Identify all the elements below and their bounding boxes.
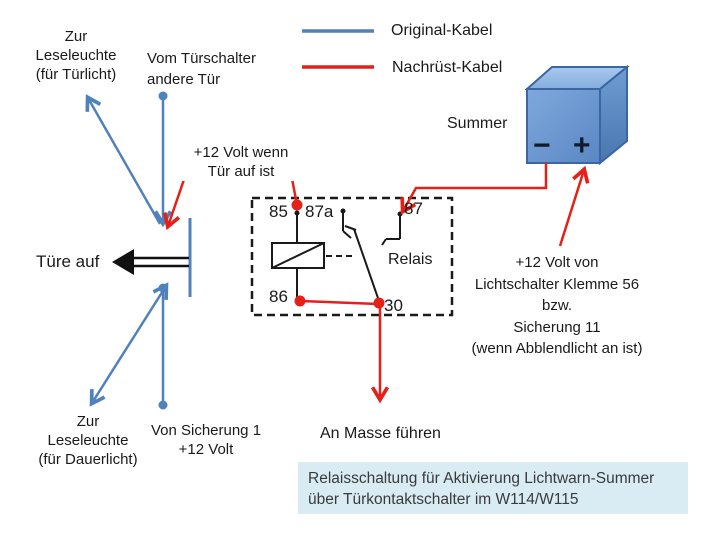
label-from-fuse-1: Von Sicherung 1 +12 Volt (150, 422, 262, 458)
label-door-open: Türe auf (36, 252, 100, 271)
summer-plus-sign: + (573, 129, 591, 162)
label-summer: Summer (447, 115, 508, 132)
label-door-switch-other-door: Vom Türschalter andere Tür (147, 50, 256, 88)
wire-86-to-30 (300, 299, 379, 306)
relay-armature (353, 228, 380, 302)
terminal-86-label: 86 (269, 287, 288, 306)
caption-text: Relaisschaltung für Aktivierung Lichtwar… (308, 470, 655, 508)
wire-to-reading-lamp-doorlight (85, 94, 162, 225)
label-reading-lamp-permanent: Zur Leseleuchte (für Dauerlicht) (38, 413, 138, 468)
label-reading-lamp-doorlight: Zur Leseleuchte (für Türlicht) (35, 28, 117, 83)
terminal-86-red-dot (294, 295, 306, 307)
junction-dot-top (158, 91, 168, 101)
terminal-85-label: 85 (269, 202, 288, 221)
junction-dot-middle (158, 283, 168, 293)
label-to-ground: An Masse führen (320, 425, 441, 442)
legend-original-label: Original-Kabel (391, 22, 493, 39)
terminal-87-pin (397, 211, 403, 217)
terminal-85-pin (294, 210, 300, 216)
relay-coil-diagonal (271, 242, 325, 269)
wire-summer-minus-to-87 (400, 163, 548, 215)
terminal-87a-label: 87a (305, 202, 334, 221)
door-open-arrow-head (112, 249, 134, 275)
relay-box (250, 196, 454, 317)
wire-to-reading-lamp-permanent (89, 282, 169, 407)
summer-minus-sign: − (533, 129, 551, 162)
legend-nachruest-label: Nachrüst-Kabel (392, 59, 503, 76)
terminal-87a-pin (340, 208, 346, 214)
relay-87-contact-foot (381, 238, 387, 246)
label-relais: Relais (388, 251, 433, 268)
label-plus12-light-switch: +12 Volt von Lichtschalter Klemme 56 bzw… (471, 254, 643, 357)
terminal-30-label: 30 (384, 296, 403, 315)
summer-cube-front (526, 88, 601, 164)
relay-87a-contact (342, 230, 352, 239)
terminal-30-red-dot (373, 297, 385, 309)
terminal-85-red-dot (291, 199, 303, 211)
wire-plus12-to-summer-plus (558, 165, 590, 247)
terminal-87-label: 87 (404, 199, 423, 218)
label-plus12-when-door-open: +12 Volt wenn Tür auf ist (178, 143, 304, 181)
junction-dot-bottom (158, 400, 168, 410)
caption-box: Relaisschaltung für Aktivierung Lichtwar… (298, 462, 688, 514)
